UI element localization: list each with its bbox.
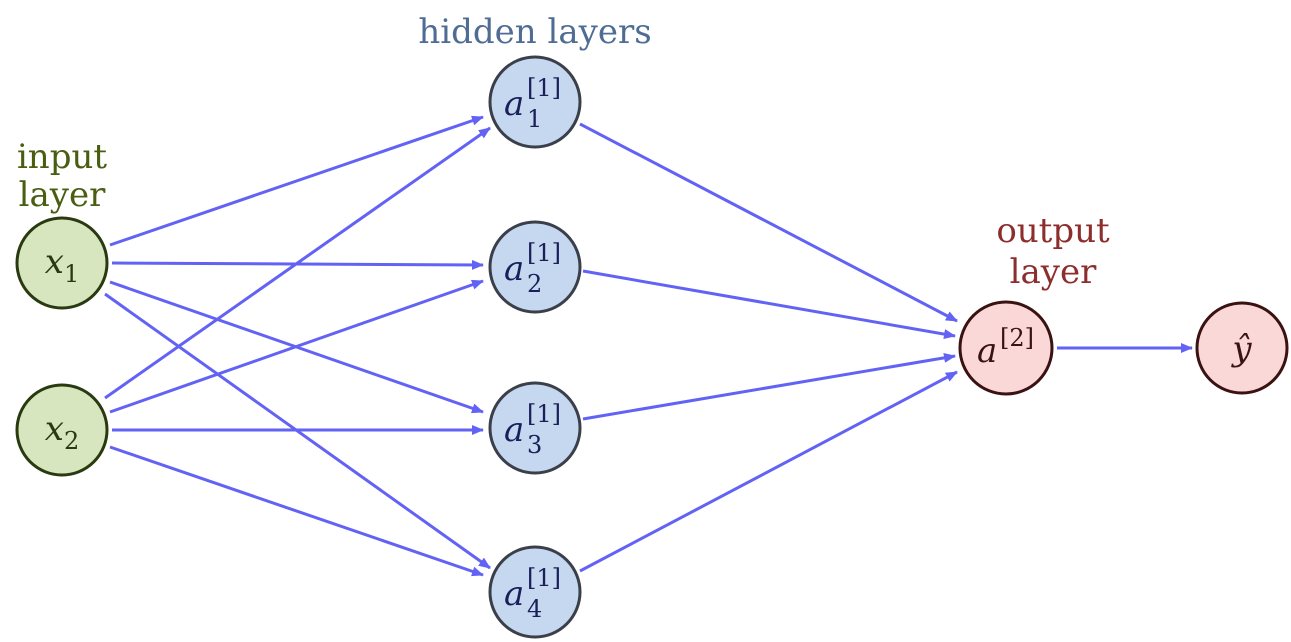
node-a3-sub: 3 [527,431,542,459]
edge-a4-out [579,370,958,573]
edge-x2-a4 [109,445,484,577]
input-layer-label-line1: input [17,137,107,177]
node-a1-sup: [1] [527,74,561,102]
edge-x1-a1 [109,115,484,247]
node-a3: a [1] 3 [488,381,582,475]
svg-text:x2: x2 [45,409,79,455]
node-a4-sub: 4 [527,595,542,623]
node-a2-base: a [504,249,524,289]
node-y-hat-label: ŷ [1230,329,1252,369]
node-a4-sup: [1] [527,564,561,592]
output-layer-label-line1: output [996,211,1110,251]
node-a2: a [1] 2 [488,220,582,314]
edge-a3-out [582,352,956,421]
node-a3-base: a [504,410,524,450]
node-x2-sub: 2 [64,427,79,455]
node-a4-base: a [504,574,524,614]
node-a4: a [1] 4 [488,545,582,639]
node-x2: x2 [15,383,109,477]
output-layer-label-line2: layer [1010,252,1097,292]
node-x1: x1 [15,216,109,310]
node-x1-sub: 1 [64,260,79,288]
edge-a2-out [582,269,956,340]
node-output: a [2] [958,300,1054,396]
node-a2-sup: [1] [527,239,561,267]
input-layer-label-line2: layer [19,175,106,215]
hidden-layers-label: hidden layers [418,12,651,52]
node-a2-sub: 2 [527,270,542,298]
node-x1-base: x [45,242,64,282]
node-a1-sub: 1 [527,105,542,133]
node-x2-base: x [45,409,64,449]
node-a1: a [1] 1 [488,55,582,149]
node-y-hat: ŷ [1195,301,1289,395]
node-output-base: a [977,331,997,371]
edge-a1-out [579,122,958,323]
node-a1-base: a [504,84,524,124]
node-a3-sup: [1] [527,400,561,428]
edge-x2-a1 [104,126,491,400]
edge-x2-a2 [109,279,484,414]
svg-text:x1: x1 [45,242,79,288]
node-output-sup: [2] [1000,324,1034,352]
